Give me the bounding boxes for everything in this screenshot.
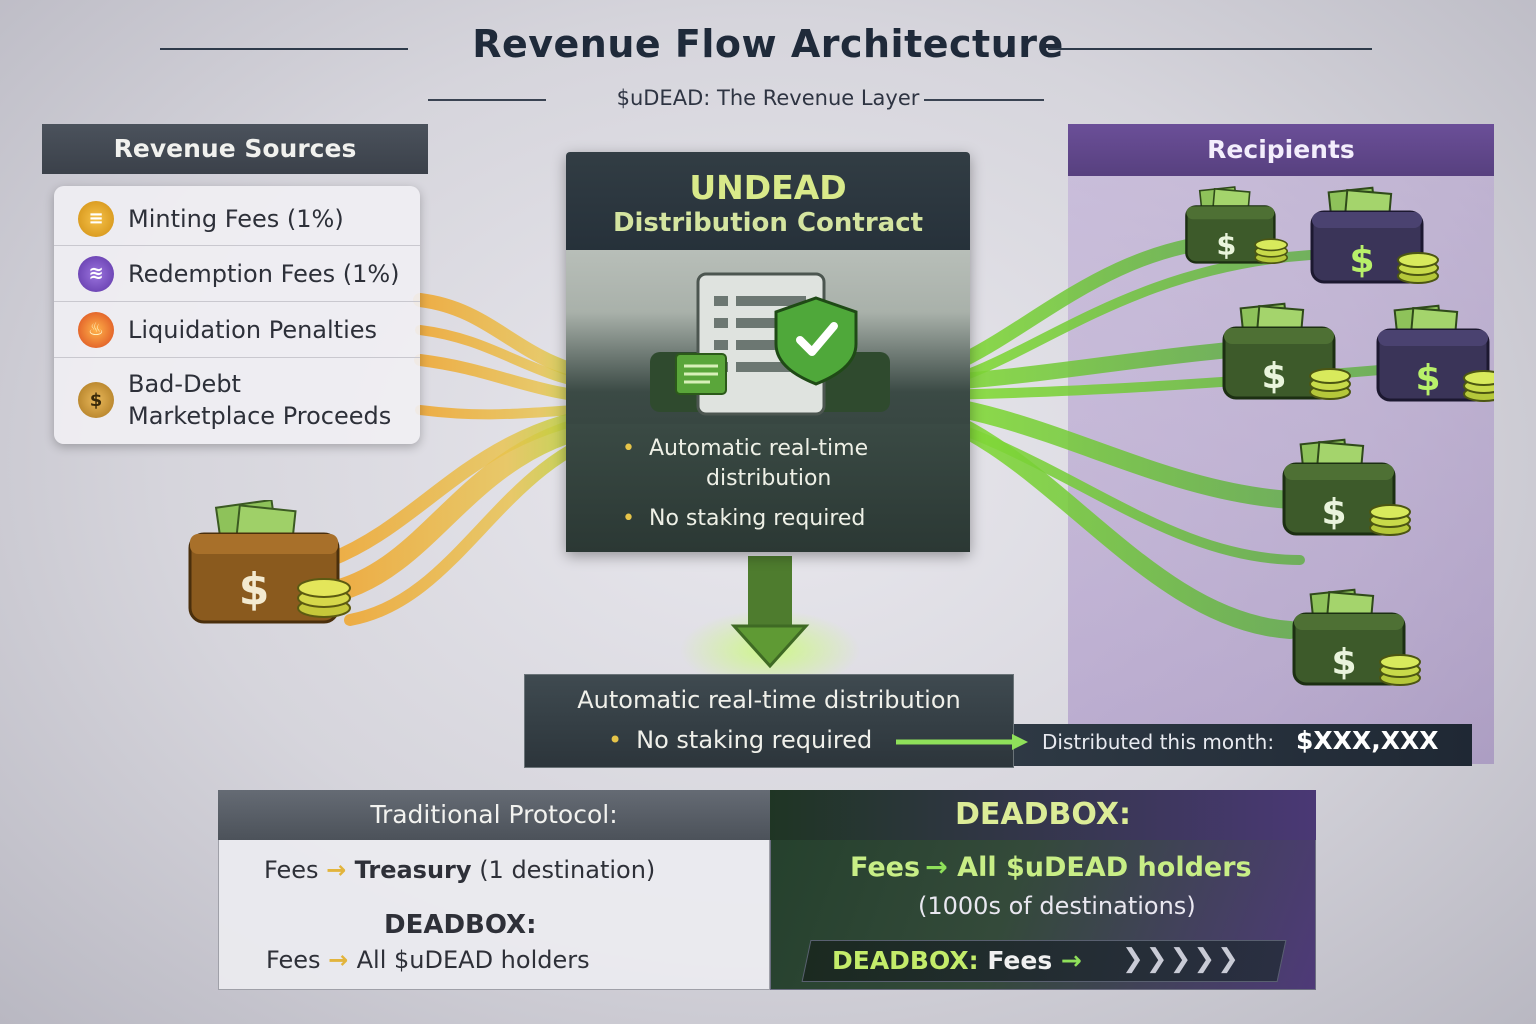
subtitle-divider-right (924, 99, 1044, 101)
contract-bullet-1-cont: distribution (706, 466, 832, 491)
down-arrow-icon (730, 556, 810, 669)
recipient-wallets: $ $ (1185, 185, 1494, 687)
contract-title: UNDEAD (689, 168, 847, 207)
recipient-wallet (1292, 588, 1422, 687)
source-liquidation-penalties: ♨ Liquidation Penalties (54, 302, 420, 358)
distribution-summary-line1: Automatic real-time distribution (577, 686, 961, 714)
source-label: Minting Fees (1%) (128, 204, 344, 233)
deadbox-destinations-note: (1000s of destinations) (918, 892, 1196, 920)
distributed-month-label: Distributed this month: (1042, 730, 1275, 754)
title-divider-right (1048, 48, 1372, 50)
arrow-icon: → (328, 946, 357, 974)
contract-bullet-1: •Automatic real-time (622, 436, 869, 461)
flame-icon: ♨ (78, 311, 114, 348)
recipient-wallet (1185, 185, 1289, 265)
traditional-protocol-title: Traditional Protocol: (370, 800, 618, 829)
deadbox-title: DEADBOX: (955, 797, 1131, 832)
purple-token-icon: ≋ (78, 255, 114, 292)
traditional-row-1: Fees → Treasury (1 destination) (264, 856, 656, 884)
arrow-icon: → (1060, 946, 1082, 975)
source-label-line2: Marketplace Proceeds (128, 402, 392, 430)
contract-bullet-2: •No staking required (622, 506, 866, 531)
traditional-deadbox-label: DEADBOX: (384, 910, 537, 940)
contract-document-shield-icon (650, 272, 890, 416)
source-label: Bad-Debt (128, 370, 241, 398)
source-label: Redemption Fees (1%) (128, 259, 400, 288)
recipients-header: Recipients (1068, 124, 1494, 176)
deadbox-fees-tag-text: DEADBOX: Fees → (832, 946, 1082, 975)
arrow-icon: → (326, 856, 355, 884)
traditional-protocol-header (218, 790, 770, 840)
arrow-icon: → (925, 852, 958, 883)
source-bad-debt: $ Bad-Debt Marketplace Proceeds (54, 358, 420, 442)
deadbox-row: Fees → All $uDEAD holders (850, 852, 1252, 883)
recipient-wallet (1222, 302, 1352, 401)
source-minting-fees: ≡ Minting Fees (1%) (54, 192, 420, 246)
recipient-wallet (1310, 186, 1440, 285)
coin-stack-icon: ≡ (78, 200, 114, 237)
traditional-row-2: Fees → All $uDEAD holders (266, 946, 590, 974)
distribution-summary-line2: •No staking required (608, 726, 873, 754)
svg-text:$: $ (239, 564, 270, 615)
recipient-wallet (1282, 438, 1412, 537)
source-redemption-fees: ≋ Redemption Fees (1%) (54, 246, 420, 302)
revenue-sources-header: Revenue Sources (42, 124, 428, 174)
distribution-summary-box (524, 674, 1014, 768)
money-bag-icon: $ (78, 382, 114, 418)
green-arrow-icon (896, 734, 1028, 750)
source-label: Liquidation Penalties (128, 315, 378, 344)
revenue-sources-panel: ≡ Minting Fees (1%) ≋ Redemption Fees (1… (54, 186, 420, 444)
deadbox-header (770, 790, 1316, 840)
chevrons-icon: ❯❯❯❯❯ (1122, 944, 1241, 974)
page-title: Revenue Flow Architecture (472, 22, 1064, 66)
distributed-amount: $XXX,XXX (1296, 726, 1439, 755)
page-subtitle: $uDEAD: The Revenue Layer (616, 86, 920, 110)
recipient-wallet (1376, 304, 1494, 403)
distributed-this-month-bar (1014, 724, 1472, 766)
subtitle-divider-left (428, 99, 546, 101)
contract-header (566, 152, 970, 250)
contract-body (566, 424, 970, 552)
title-divider-left (160, 48, 408, 50)
contract-subtitle: Distribution Contract (612, 208, 924, 238)
source-wallet-icon: $ (188, 500, 351, 624)
